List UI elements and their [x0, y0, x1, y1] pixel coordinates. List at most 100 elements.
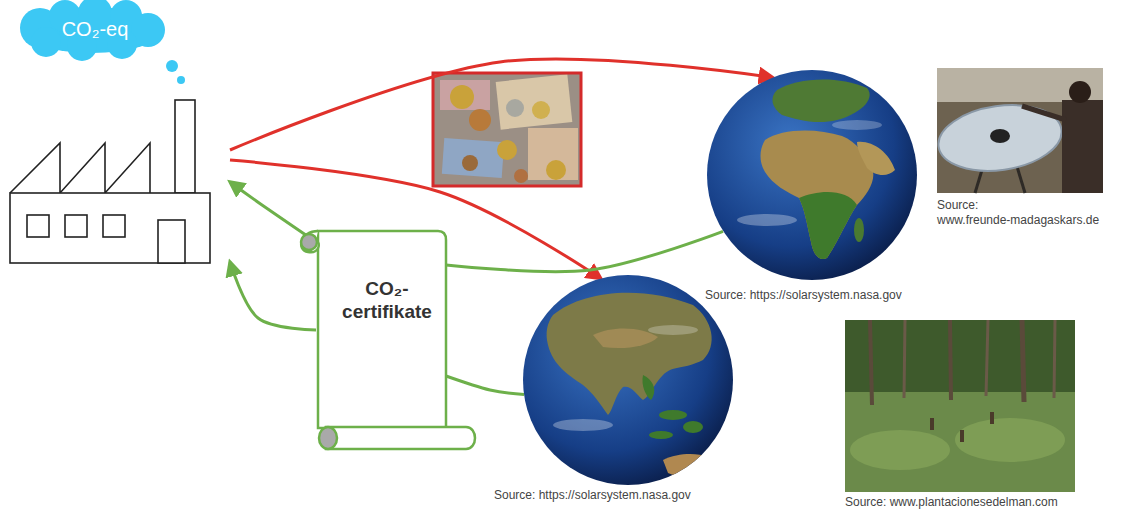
- certificate-scroll-shape-part-part: [301, 231, 319, 252]
- plantation-photo-part: [990, 412, 994, 424]
- earth-globe: Source: https://solarsystem.nasa.gov: [523, 275, 733, 485]
- solar-cooker-photo: [934, 68, 1103, 193]
- emission-label-holder: CO₂-eq: [20, 4, 170, 54]
- certificate-scroll-shape-part-part: [319, 427, 337, 449]
- source-credit-holder: Source: https://solarsystem.nasa.gov: [494, 488, 691, 503]
- money-photo-part: [433, 73, 581, 186]
- certificate-label: CO₂- certifikate: [332, 278, 442, 324]
- source-credit-holder: Source: www.plantacionesedelman.com: [845, 495, 1058, 510]
- earth-globe-shape: [523, 275, 733, 485]
- factory-shape-part-part-part: [31, 27, 61, 57]
- certificate-scroll-shape-part: [301, 231, 475, 449]
- solar-cooker-photo-part: [1069, 81, 1091, 103]
- earth-globe-shape-part-part: [799, 192, 857, 259]
- money-photo-part: [528, 128, 578, 180]
- earth-globe-shape-part-part: [832, 120, 882, 130]
- certificate-flow-line: [446, 231, 723, 271]
- money-photo-part: [433, 73, 581, 186]
- source-credit: Source: www.plantacionesedelman.com: [845, 495, 1058, 510]
- money-photo-part: [462, 155, 478, 171]
- money-photo-part: [442, 138, 504, 178]
- plantation-photo-part: [955, 418, 1065, 462]
- factory-shape-part-part: [10, 100, 210, 263]
- certificate-scroll-shape: [316, 228, 446, 454]
- source-credit-holder: Source: https://solarsystem.nasa.gov: [705, 288, 902, 303]
- plantation-photo-part: [850, 430, 950, 470]
- earth-globe-shape-part-part: [648, 325, 698, 335]
- factory-shape-part-part-part: [158, 220, 185, 263]
- earth-globe-shape-part-part: [761, 130, 874, 259]
- certificate-scroll-shape-part-part: [318, 231, 446, 428]
- source-credit-part: Source:: [937, 198, 978, 212]
- factory-shape: [8, 0, 230, 268]
- earth-globe-shape-part-part: [553, 419, 613, 431]
- source-credit-holder: Source: www.freunde-madagaskars.de: [937, 198, 1112, 228]
- money-photo-part: [506, 99, 524, 117]
- plantation-photo-part: [904, 320, 905, 398]
- earth-globe-shape-part: [737, 80, 895, 260]
- earth-globe-shape-part-part: [683, 421, 703, 433]
- certificate-flow-arrow: [230, 262, 316, 330]
- factory-shape-part: [10, 0, 210, 263]
- earth-globe-shape-part-part: [547, 293, 712, 415]
- money-photo-part: [496, 74, 573, 129]
- earth-globe-shape: [707, 70, 918, 281]
- money-photo-part: [532, 101, 550, 119]
- earth-globe-shape-part-part: [642, 375, 654, 400]
- factory-shape-part-part-part: [65, 215, 87, 237]
- money-photo-part: [440, 80, 490, 110]
- money-photo-part: [497, 140, 517, 160]
- earth-globe-shape-part-part: [663, 454, 718, 476]
- solar-cooker-photo-part: [1022, 106, 1066, 120]
- factory-shape-part-part-part: [27, 215, 49, 237]
- source-credit: Source: https://solarsystem.nasa.gov: [494, 488, 691, 503]
- earth-globe-shape-part: [547, 293, 718, 477]
- factory-shape-part-part: [20, 0, 185, 84]
- earth-globe-shape-part-part: [772, 80, 869, 123]
- certificate-scroll-shape-part-part: [301, 234, 317, 250]
- factory-shape-part-part-part: [175, 100, 195, 193]
- earth-globe-shape-part: [523, 275, 733, 485]
- solar-cooker-photo-part: [1062, 100, 1103, 193]
- factory-shape-part-part-part: [10, 193, 210, 263]
- earth-globe: Source: https://solarsystem.nasa.gov: [707, 70, 918, 281]
- plantation-photo-part: [960, 430, 964, 442]
- factory-shape-part-part-part: [177, 76, 185, 84]
- solar-cooker-photo-part: [934, 98, 1066, 179]
- factory-shape-part-part-part: [103, 215, 125, 237]
- plantation-photo-part: [986, 320, 988, 396]
- plantation-photo-part: [845, 320, 1075, 492]
- certificate-scroll-shape-part-part: [326, 427, 475, 449]
- money-photo-part: [514, 169, 528, 183]
- earth-globe-shape-part-part: [857, 142, 895, 175]
- source-credit: Source: https://solarsystem.nasa.gov: [705, 288, 902, 303]
- plantation-photo-part: [1054, 320, 1055, 398]
- factory-shape-part-part-part: [10, 143, 150, 193]
- certificate-flow-line: [446, 376, 524, 395]
- money-photo-part: [469, 109, 491, 131]
- source-credit-part: www.freunde-madagaskars.de: [937, 213, 1099, 227]
- solar-cooker-photo-part: [990, 129, 1010, 143]
- earth-globe-shape-part-part: [593, 328, 658, 348]
- money-photo-part: [450, 85, 474, 109]
- factory-shape-part-part-part: [166, 60, 178, 72]
- factory: CO₂-eq: [8, 0, 230, 268]
- certificate-label-holder: CO₂- certifikate: [332, 278, 442, 324]
- plantation-photo: [845, 320, 1075, 492]
- source-credit: Source: www.freunde-madagaskars.de: [937, 198, 1112, 228]
- money-photo: [433, 73, 581, 186]
- earth-globe-shape-part-part: [737, 214, 797, 226]
- solar-cooker-photo-part: [937, 68, 1103, 102]
- plantation-photo-part: [950, 320, 951, 400]
- plantation-photo-part: [930, 418, 934, 430]
- money-photo-part: [546, 160, 566, 180]
- earth-globe-shape-part-part: [854, 218, 864, 242]
- certificate-scroll: CO₂- certifikate: [316, 228, 446, 454]
- certificate-flow-arrow: [230, 182, 316, 242]
- emission-label: CO₂-eq: [62, 18, 129, 41]
- earth-globe-shape-part-part: [649, 431, 673, 439]
- earth-globe-shape-part-part: [659, 410, 687, 420]
- money-flow-arrow: [230, 59, 773, 150]
- earth-globe-shape-part: [707, 70, 917, 280]
